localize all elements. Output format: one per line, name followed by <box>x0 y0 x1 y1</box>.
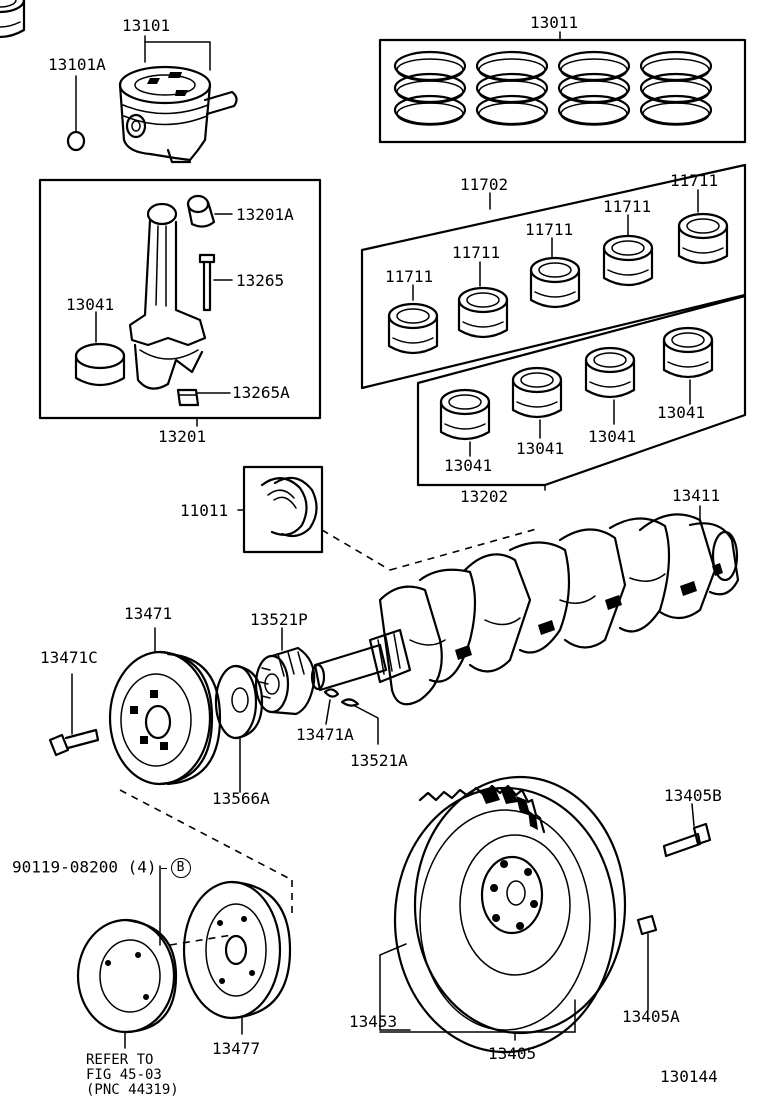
part-label-13405a: 13405A <box>622 1007 680 1026</box>
part-label-11011: 11011 <box>180 501 229 520</box>
part-label-13011: 13011 <box>530 13 579 32</box>
piston-drawing <box>66 35 238 164</box>
part-label-13041-rod: 13041 <box>66 295 115 314</box>
part-label-11711-c: 11711 <box>525 220 574 239</box>
part-label-90119-08200: 90119-08200 (4) B <box>12 858 191 878</box>
part-label-13411: 13411 <box>672 486 721 505</box>
part-label-11711-b: 11711 <box>452 243 501 262</box>
part-label-13201a: 13201A <box>236 205 294 224</box>
part-label-11711-d: 11711 <box>603 197 652 216</box>
crankshaft-drawing <box>310 505 740 745</box>
callout-leader <box>160 867 167 869</box>
figure-number: 130144 <box>660 1067 718 1086</box>
part-label-11711-e: 11711 <box>670 171 719 190</box>
part-label-11711-a: 11711 <box>385 267 434 286</box>
part-label-13265: 13265 <box>236 271 285 290</box>
part-label-13405b: 13405B <box>664 786 722 805</box>
part-label-13202: 13202 <box>460 487 509 506</box>
part-label-13201: 13201 <box>158 427 207 446</box>
part-label-13521p: 13521P <box>250 610 308 629</box>
part-label-13041-a: 13041 <box>444 456 493 475</box>
part-label-13041-c: 13041 <box>588 427 637 446</box>
part-label-13477: 13477 <box>212 1039 261 1058</box>
part-label-13471: 13471 <box>124 604 173 623</box>
part-label-13471c: 13471C <box>40 648 98 667</box>
connecting-rod-drawing <box>38 178 322 427</box>
main-bearing-upper-drawing <box>0 0 747 390</box>
part-label-13101a: 13101A <box>48 55 106 74</box>
crank-pulley-drawing <box>48 627 222 786</box>
part-number-90119: 90119-08200 (4) <box>12 857 157 877</box>
part-label-13471a: 13471A <box>296 725 354 744</box>
part-label-13041-b: 13041 <box>516 439 565 458</box>
part-label-13265a: 13265A <box>232 383 290 402</box>
part-label-13041-d: 13041 <box>657 403 706 422</box>
part-label-13521a: 13521A <box>350 751 408 770</box>
part-label-13101: 13101 <box>122 16 171 35</box>
thrust-washer-drawing <box>237 465 391 571</box>
part-label-13453: 13453 <box>349 1012 398 1031</box>
reference-note: REFER TO FIG 45-03 (PNC 44319) <box>86 1052 179 1098</box>
main-bearing-lower-drawing <box>416 294 747 491</box>
part-label-13566a: 13566A <box>212 789 270 808</box>
part-label-11702: 11702 <box>460 175 509 194</box>
flywheel-drawing <box>379 775 712 1054</box>
part-label-13405: 13405 <box>488 1044 537 1063</box>
drive-pulley-drawing <box>76 789 293 1049</box>
callout-b-circle: B <box>170 858 191 878</box>
crank-gear-drawing <box>214 627 316 793</box>
piston-rings-drawing <box>378 31 747 144</box>
